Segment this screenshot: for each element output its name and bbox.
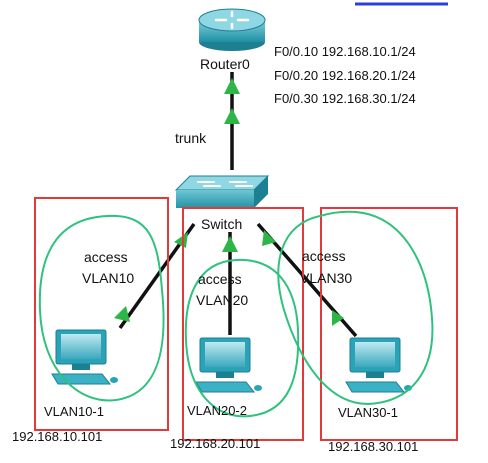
pc2-mode-label: access [198,271,242,287]
pc2-vlan-label: VLAN20 [196,292,249,308]
vlan20-annotation-circle [184,258,300,418]
link-up-indicator [332,310,344,326]
pc3-ip-label: 192.168.30.101 [328,439,419,454]
switch-label: Switch [199,216,245,232]
vlan10-annotation-circle [38,214,165,402]
trunk-label: trunk [175,130,207,146]
link-up-indicator [222,236,238,252]
switch-icon [174,175,270,208]
link-up-indicator [224,78,240,94]
vlan20-group-box [182,207,304,441]
pc1-vlan-label: VLAN10 [82,270,135,286]
link-up-indicator [262,230,276,246]
pc2-name-label: VLAN20-2 [187,403,247,418]
pc2-ip-label: 192.168.20.101 [170,436,261,451]
pc-icon [195,337,262,393]
pc1-ip-label: 192.168.10.101 [12,429,103,444]
pc3-vlan-label: VLAN30 [300,270,353,286]
pc3-name-label: VLAN30-1 [338,405,398,420]
router-label: Router0 [200,56,250,72]
pc1-name-label: VLAN10-1 [44,404,104,419]
pc3-mode-label: access [302,248,346,264]
router-icon [198,8,266,51]
pc1-mode-label: access [84,249,128,265]
pc-icon [345,337,412,393]
vlan10-group-box [34,197,169,431]
link-up-indicator [174,232,188,248]
router-subinterface-2: F0/0.20 192.168.20.1/24 [274,68,416,83]
link-up-indicator [224,108,240,124]
router-subinterface-3: F0/0.30 192.168.30.1/24 [274,91,416,106]
link-up-indicator [114,306,130,322]
pc-icon [51,329,118,385]
vlan30-annotation-circle [277,210,434,406]
vlan30-group-box [320,207,458,441]
router-subinterface-1: F0/0.10 192.168.10.1/24 [274,44,416,59]
